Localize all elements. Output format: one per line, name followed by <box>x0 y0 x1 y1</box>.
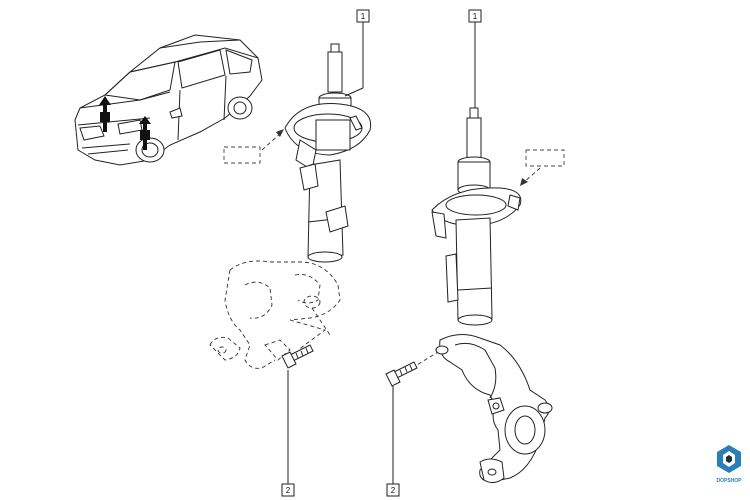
knuckle-right <box>411 334 553 484</box>
callout-bolt-left: 2 <box>281 483 295 497</box>
callout-strut-left: 1 <box>356 9 370 23</box>
strut-right <box>431 107 565 326</box>
bolt-right <box>385 361 418 387</box>
callout-bolt-right: 2 <box>386 483 400 497</box>
callout-label: 1 <box>361 12 366 21</box>
strut-left <box>223 43 372 263</box>
callout-label: 2 <box>391 486 396 495</box>
callout-label: 2 <box>286 486 291 495</box>
bolt-left <box>281 344 314 369</box>
callout-label: 1 <box>473 12 478 21</box>
car-illustration <box>74 34 263 166</box>
knuckle-left <box>209 260 341 369</box>
leader-line-strut-left-tip <box>344 87 364 97</box>
dopshop-logo-icon <box>717 445 741 473</box>
brand-label: DOPSHOP <box>716 478 742 484</box>
callout-strut-right: 1 <box>468 9 482 23</box>
